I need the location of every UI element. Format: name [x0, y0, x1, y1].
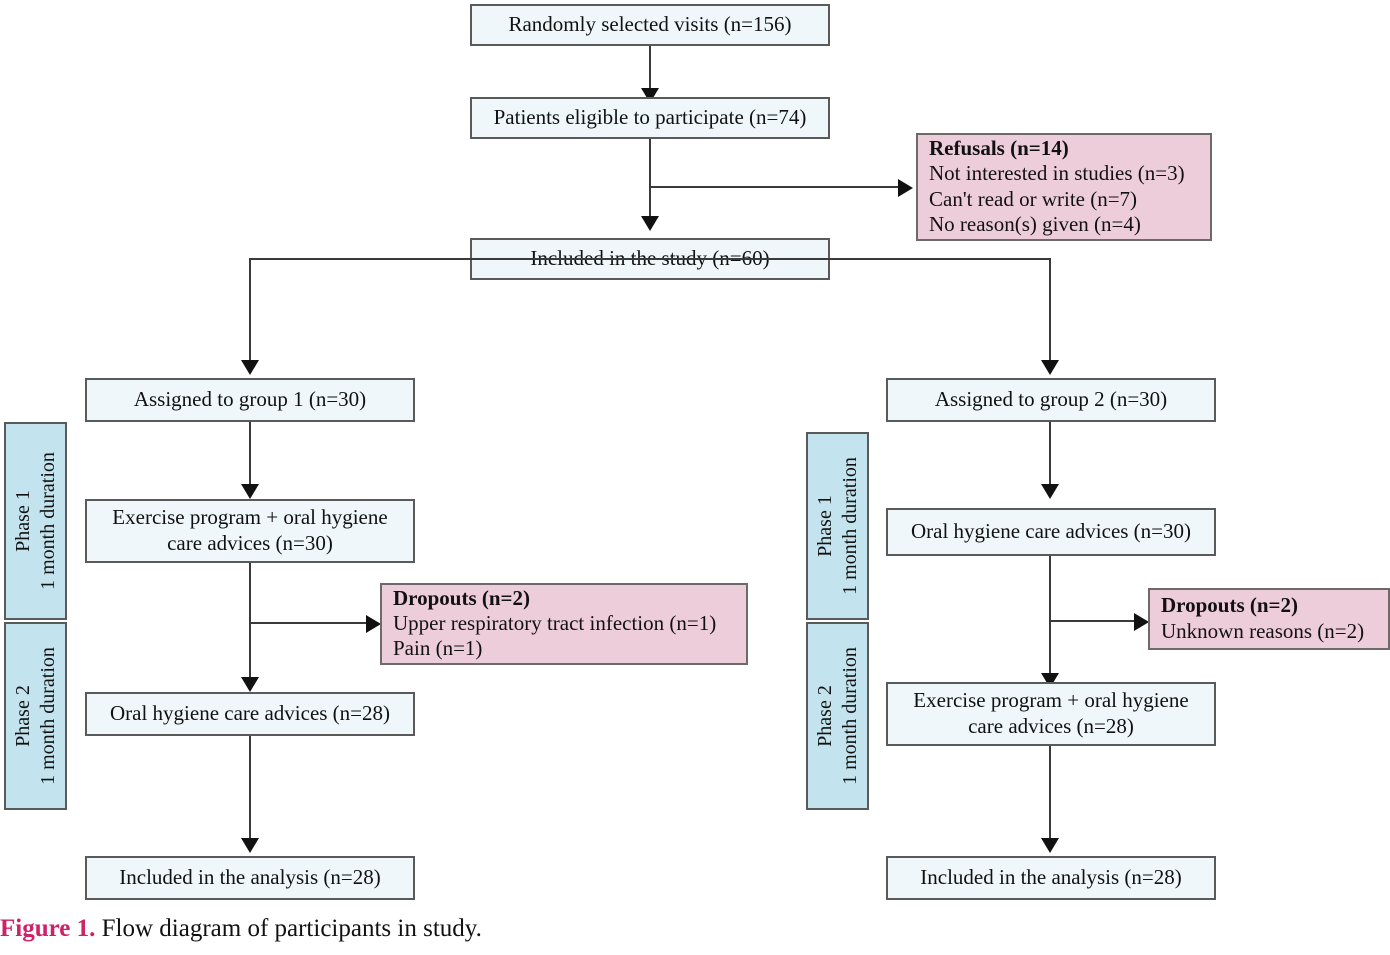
node-eligible-label: Patients eligible to participate (n=74) [493, 105, 807, 130]
node-group2-phase2-label-line1: Exercise program + oral hygiene [913, 688, 1189, 713]
connector-group2-phase2-to-analysis [1049, 746, 1051, 841]
arrowhead-group1-phase2-to-analysis [241, 838, 259, 853]
arrowhead-split-right [1041, 360, 1059, 375]
connector-split-left-drop [249, 258, 251, 363]
node-group1-phase2: Oral hygiene care advices (n=28) [85, 692, 415, 736]
node-group1-analysis-label: Included in the analysis (n=28) [119, 865, 381, 890]
node-group2-analysis: Included in the analysis (n=28) [886, 856, 1216, 900]
connector-split-horizontal [249, 258, 1051, 260]
dropouts-group2-heading: Dropouts (n=2) [1161, 593, 1299, 618]
node-group1-analysis: Included in the analysis (n=28) [85, 856, 415, 900]
connector-group1-to-dropouts [249, 622, 369, 624]
phase-label-right-phase1: Phase 1 1 month duration [806, 432, 869, 620]
node-group2-analysis-label: Included in the analysis (n=28) [920, 865, 1182, 890]
phase-label-right-phase2-line1: Phase 2 [813, 685, 836, 747]
connector-randomly-to-eligible [649, 46, 651, 91]
dropouts-group2-reason-1: Unknown reasons (n=2) [1161, 618, 1365, 643]
refusals-reason-3: No reason(s) given (n=4) [929, 211, 1141, 236]
connector-group2-to-dropouts [1049, 620, 1137, 622]
arrowhead-group1-to-dropouts [366, 615, 381, 633]
node-eligible: Patients eligible to participate (n=74) [470, 97, 830, 139]
node-randomly-selected: Randomly selected visits (n=156) [470, 4, 830, 46]
refusals-reason-1: Not interested in studies (n=3) [929, 161, 1185, 186]
node-randomly-selected-label: Randomly selected visits (n=156) [508, 12, 792, 37]
connector-eligible-to-refusals [649, 186, 901, 188]
node-group1-phase1: Exercise program + oral hygiene care adv… [85, 499, 415, 563]
phase-label-left-phase2: Phase 2 1 month duration [4, 622, 67, 810]
connector-group1-phase2-to-analysis [249, 736, 251, 841]
phase-label-left-phase1-line1: Phase 1 [11, 490, 34, 552]
phase-label-left-phase2-line1: Phase 2 [11, 685, 34, 747]
phase-label-left-phase2-line2: 1 month duration [36, 647, 59, 785]
connector-group1-phase1-to-phase2 [249, 563, 251, 680]
connector-split-right-drop [1049, 258, 1051, 363]
exclusion-box-dropouts-group1: Dropouts (n=2) Upper respiratory tract i… [380, 583, 748, 665]
figure-caption-text: Flow diagram of participants in study. [101, 915, 482, 942]
arrowhead-group2-to-dropouts [1134, 613, 1149, 631]
refusals-heading: Refusals (n=14) [929, 136, 1069, 161]
connector-group2-phase1-to-phase2 [1049, 556, 1051, 676]
arrowhead-eligible-to-refusals [898, 179, 913, 197]
figure-label: Figure 1. [0, 915, 96, 942]
node-group2-phase1: Oral hygiene care advices (n=30) [886, 508, 1216, 556]
node-group1-phase2-label: Oral hygiene care advices (n=28) [109, 701, 391, 726]
phase-label-left-phase1: Phase 1 1 month duration [4, 422, 67, 620]
exclusion-box-refusals: Refusals (n=14) Not interested in studie… [916, 133, 1212, 241]
phase-label-right-phase1-line1: Phase 1 [813, 495, 836, 557]
node-group2-phase2-label-line2: care advices (n=28) [968, 714, 1134, 738]
arrowhead-group1-assigned-to-phase1 [241, 484, 259, 499]
arrowhead-eligible-to-included [641, 216, 659, 231]
node-group2-phase2: Exercise program + oral hygiene care adv… [886, 682, 1216, 746]
node-group1-assigned: Assigned to group 1 (n=30) [85, 378, 415, 422]
node-group2-assigned-label: Assigned to group 2 (n=30) [934, 387, 1168, 412]
phase-label-right-phase1-line2: 1 month duration [838, 457, 861, 595]
connector-group1-assigned-to-phase1 [249, 422, 251, 487]
node-group2-assigned: Assigned to group 2 (n=30) [886, 378, 1216, 422]
dropouts-group1-reason-1: Upper respiratory tract infection (n=1) [393, 610, 717, 635]
arrowhead-split-left [241, 360, 259, 375]
arrowhead-group1-phase1-to-phase2 [241, 677, 259, 692]
node-group1-phase1-label-line1: Exercise program + oral hygiene [112, 505, 388, 530]
arrowhead-group2-phase2-to-analysis [1041, 838, 1059, 853]
dropouts-group1-heading: Dropouts (n=2) [393, 585, 531, 610]
node-group1-phase1-label-line2: care advices (n=30) [167, 531, 333, 555]
node-group1-assigned-label: Assigned to group 1 (n=30) [133, 387, 367, 412]
node-group2-phase1-label: Oral hygiene care advices (n=30) [910, 519, 1192, 544]
refusals-reason-2: Can't read or write (n=7) [929, 186, 1138, 211]
connector-group2-assigned-to-phase1 [1049, 422, 1051, 487]
connector-eligible-to-included [649, 139, 651, 219]
arrowhead-group2-assigned-to-phase1 [1041, 484, 1059, 499]
dropouts-group1-reason-2: Pain (n=1) [393, 636, 483, 661]
phase-label-right-phase2: Phase 2 1 month duration [806, 622, 869, 810]
phase-label-right-phase2-line2: 1 month duration [838, 647, 861, 785]
exclusion-box-dropouts-group2: Dropouts (n=2) Unknown reasons (n=2) [1148, 588, 1390, 650]
phase-label-left-phase1-line2: 1 month duration [36, 452, 59, 590]
figure-caption: Figure 1. Flow diagram of participants i… [0, 915, 482, 943]
